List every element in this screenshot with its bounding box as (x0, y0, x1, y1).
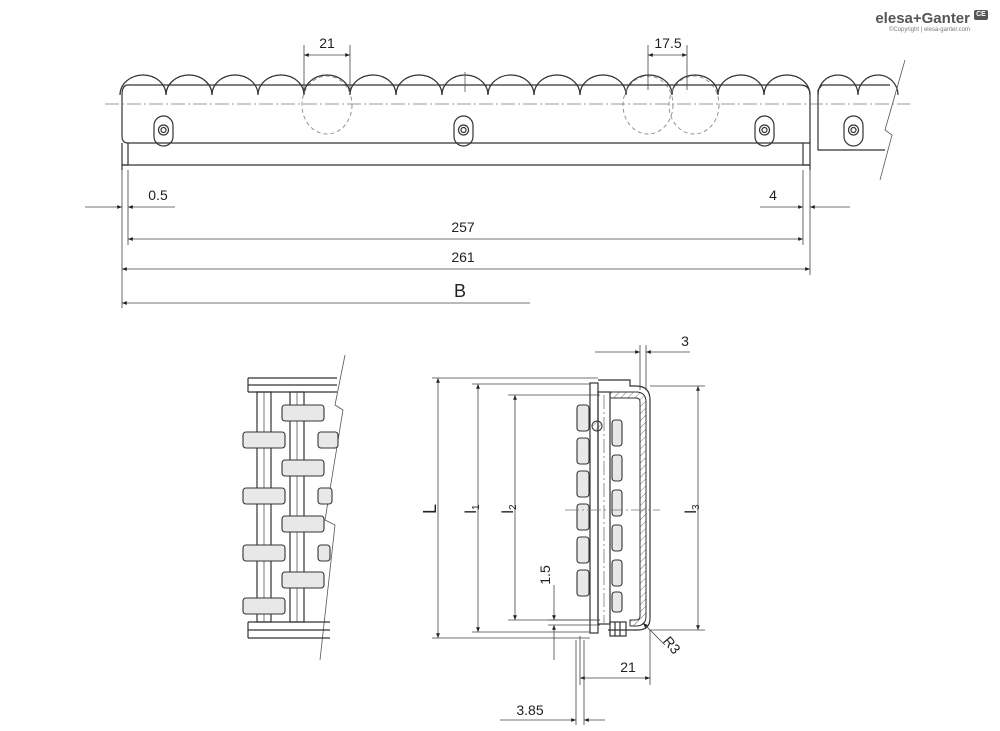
dim-total-B: B (454, 281, 466, 301)
dim-radius: R3 (660, 633, 684, 657)
section-wheels (576, 404, 623, 613)
dim-pitch-small: 17.5 (654, 35, 681, 51)
brand-logo: elesa+Ganter ©Copyright | elesa-ganter.c… (875, 10, 988, 33)
dim-outer-length: 261 (451, 249, 475, 265)
mounting-slot (153, 115, 174, 147)
dim-gap-right: 4 (769, 187, 777, 203)
wheel-group (242, 404, 339, 615)
dim-width: 21 (620, 659, 636, 675)
mounting-slot (754, 115, 775, 147)
dim-thickness: 3 (681, 333, 689, 349)
ce-mark-icon: CE (974, 10, 988, 20)
side-view (242, 354, 346, 661)
dim-length-l1: l1 (463, 504, 482, 514)
mounting-slot (843, 115, 864, 147)
dim-bottom-offset: 3.85 (516, 702, 543, 718)
dim-length-L: L (420, 504, 440, 514)
mounting-slot (453, 115, 474, 147)
top-view: 21 17.5 0.5 4 257 261 B (85, 35, 910, 308)
dim-gap-left: 0.5 (148, 187, 168, 203)
dim-offset: 1.5 (537, 565, 553, 585)
dim-length-l2: l2 (500, 504, 519, 514)
section-view: L l1 l2 l3 3 1.5 21 (420, 333, 705, 725)
dim-length-l3: l3 (683, 504, 702, 514)
brand-copyright: ©Copyright | elesa-ganter.com (888, 27, 970, 33)
brand-name: elesa+Ganter (875, 10, 970, 27)
dim-pitch-large: 21 (319, 35, 335, 51)
dim-inner-length: 257 (451, 219, 475, 235)
